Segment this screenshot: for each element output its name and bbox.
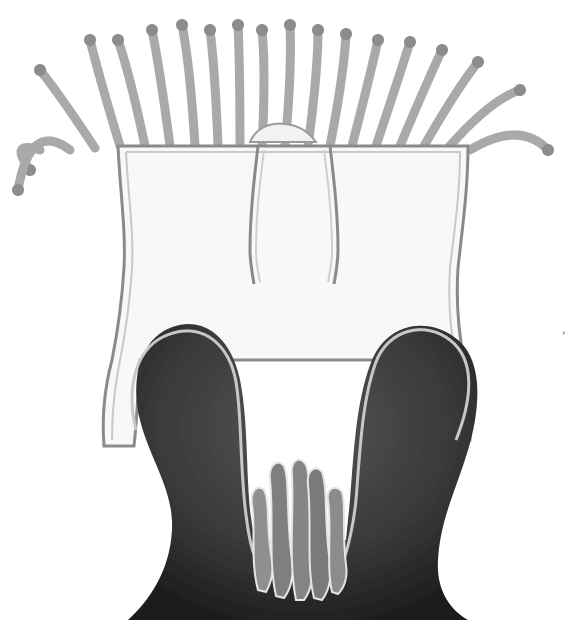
tentacle-tip [146, 24, 158, 36]
edge-mark: , [562, 322, 566, 336]
tentacle [182, 25, 195, 146]
tentacle [90, 40, 120, 146]
tentacle-tip [542, 144, 554, 156]
tentacle [40, 70, 95, 148]
filament [252, 488, 273, 592]
tentacle-tip [84, 34, 96, 46]
filament [308, 468, 331, 600]
tentacle-tip [256, 24, 268, 36]
tentacle [308, 30, 318, 146]
tentacle-tip [34, 64, 46, 76]
tentacle [330, 34, 346, 146]
tentacle-tip [312, 24, 324, 36]
filament [328, 488, 347, 594]
tentacle-tip [12, 184, 24, 196]
tentacle [470, 135, 548, 150]
tentacle-tip [514, 84, 526, 96]
mesenteric-filaments [252, 460, 347, 600]
tentacle-tip [372, 34, 384, 46]
tentacle-tip [340, 28, 352, 40]
filament [270, 463, 293, 598]
tentacle-tip [284, 19, 296, 31]
tentacle-tip [404, 36, 416, 48]
tentacle-tip [176, 19, 188, 31]
tentacle [152, 30, 170, 146]
tentacle-tip [204, 24, 216, 36]
tentacle [118, 40, 145, 146]
tentacle-tip [472, 56, 484, 68]
tentacle [352, 40, 378, 146]
tentacle [210, 30, 218, 146]
tentacle-tip [436, 44, 448, 56]
tentacle-tip [112, 34, 124, 46]
tentacle-tip [232, 19, 244, 31]
tentacle [238, 25, 240, 146]
